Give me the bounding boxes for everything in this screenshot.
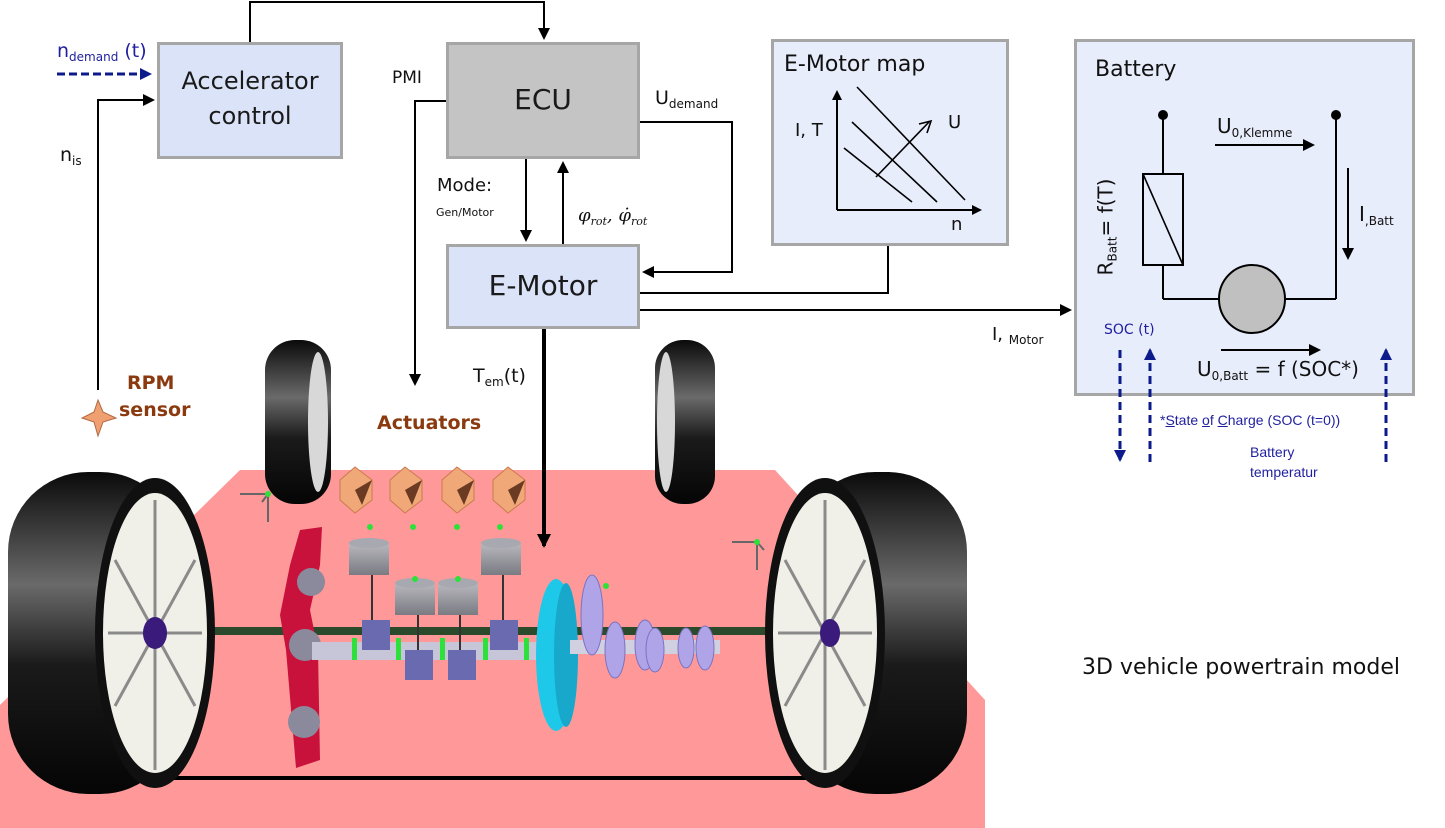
- u-batt-label: U0,Batt = f (SOC*): [1197, 357, 1359, 383]
- rear-left-wheel: [265, 340, 331, 504]
- coordinate-frame-right: [732, 539, 765, 570]
- e-motor-block[interactable]: E-Motor: [446, 244, 640, 329]
- i-motor-label: I, Motor: [992, 324, 1044, 347]
- map-u-arrow: [875, 121, 930, 178]
- piston-4: [481, 538, 521, 620]
- t-em-label: Tem(t): [473, 365, 526, 389]
- e-motor-map-y-axis-label: I, T: [795, 120, 823, 141]
- gearbox-gears: [580, 574, 715, 679]
- n-is-label: nis: [60, 144, 82, 168]
- battery-title: Battery: [1095, 57, 1177, 82]
- rpm-sensor-icon: [80, 398, 118, 438]
- soc-label: SOC (t): [1104, 322, 1155, 338]
- map-curve-3: [856, 86, 966, 201]
- pistons: [349, 538, 521, 650]
- rpm-sensor-label-2: sensor: [119, 399, 191, 421]
- battery-temp-label-1: Battery: [1250, 444, 1295, 460]
- n-demand-label: ndemand (t): [57, 40, 147, 64]
- accelerator-label-1: Accelerator: [181, 67, 319, 95]
- piston-3: [438, 578, 478, 650]
- accelerator-control-block[interactable]: Accelerator control: [157, 42, 343, 159]
- e-motor-map-plot: [832, 86, 982, 215]
- e-motor-map-block[interactable]: E-Motor map I, T U n: [771, 39, 1009, 246]
- e-motor-label: E-Motor: [488, 269, 598, 302]
- ecu-block[interactable]: ECU: [446, 42, 640, 159]
- pmi-label: PMI: [392, 68, 422, 88]
- e-motor-rotor: [536, 579, 578, 731]
- u-klemme-label: U0,Klemme: [1217, 114, 1293, 140]
- actuators-label: Actuators: [377, 412, 482, 434]
- coordinate-frame-left: [240, 491, 271, 522]
- u-demand-label: Udemand: [655, 87, 719, 111]
- e-motor-map-x-axis-label: n: [951, 214, 963, 235]
- front-right-wheel: [765, 472, 967, 794]
- model-caption: 3D vehicle powertrain model: [1082, 655, 1400, 680]
- e-motor-map-param-label: U: [948, 112, 962, 133]
- front-left-wheel: [8, 472, 215, 794]
- phi-label: φrot, φ̇rot: [578, 205, 648, 228]
- soc-note: *State of Charge (SOC (t=0)): [1160, 412, 1341, 428]
- e-motor-map-title: E-Motor map: [784, 52, 926, 77]
- piston-1: [349, 538, 389, 620]
- piston-2: [395, 578, 435, 650]
- battery-block[interactable]: Battery U0,Klemme I,Batt RBatt= f(T) U0,…: [1074, 39, 1415, 396]
- accelerator-label-2: control: [208, 102, 292, 130]
- mode-label: Mode:: [437, 175, 493, 196]
- rpm-sensor-label-1: RPM: [127, 372, 175, 394]
- mode-sub-label: Gen/Motor: [436, 206, 494, 219]
- rear-right-wheel: [655, 340, 715, 504]
- battery-temp-label-2: temperatur: [1250, 464, 1318, 480]
- map-curve-2: [851, 121, 938, 203]
- ecu-label: ECU: [514, 83, 572, 116]
- crank-journals: [362, 620, 518, 680]
- battery-circuit: [1142, 110, 1354, 356]
- i-batt-label: I,Batt: [1359, 202, 1394, 228]
